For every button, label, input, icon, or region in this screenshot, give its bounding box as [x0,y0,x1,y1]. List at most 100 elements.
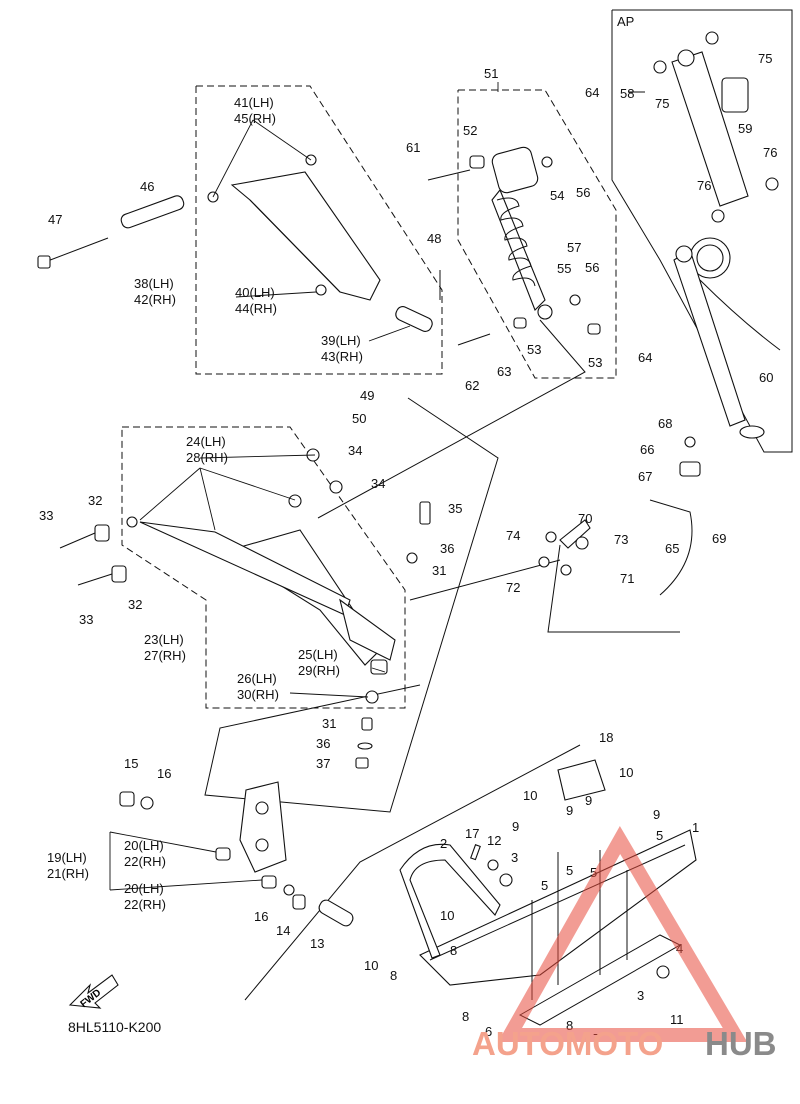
callout-c36a: 36 [440,541,454,556]
callout-c66: 66 [640,442,654,457]
callout-c58: 58 [620,86,634,101]
callout-c64a: 64 [585,85,599,100]
callout-c67: 67 [638,469,652,484]
callout-c5d: 5 [656,828,663,843]
callout-c36b: 36 [316,736,330,751]
callout-c9a: 9 [512,819,519,834]
callout-c65: 65 [665,541,679,556]
callout-c1: 1 [692,820,699,835]
callout-c11: 11 [670,1012,684,1027]
callout-c2: 2 [440,836,447,851]
callout-c33b: 33 [79,612,93,627]
callout-c34a: 34 [348,443,362,458]
callout-c27: 27(RH) [144,648,186,663]
callout-c20a: 20(LH) [124,838,164,853]
callout-c22a: 22(RH) [124,854,166,869]
spindle-hardware [355,501,431,769]
callout-c47: 47 [48,212,62,227]
callout-c39: 39(LH) [321,333,361,348]
callout-c59: 59 [738,121,752,136]
callout-c13: 13 [310,936,324,951]
callout-c40: 40(LH) [235,285,275,300]
callout-c8b: 8 [450,943,457,958]
callout-c17: 17 [465,826,479,841]
callout-c24: 24(LH) [186,434,226,449]
callout-c51: 51 [484,66,498,81]
callout-c28: 28(RH) [186,450,228,465]
callout-c46: 46 [140,179,154,194]
callout-c50: 50 [352,411,366,426]
callout-c60: 60 [759,370,773,385]
ap-pump [673,237,781,439]
callout-c33a: 33 [39,508,53,523]
callout-c15: 15 [124,756,138,771]
callout-c72: 72 [506,580,520,595]
callout-c31b: 31 [322,716,336,731]
watermark: AUTOMOTO HUB [472,825,777,1062]
lower-a-arm [59,448,396,666]
callout-c31a: 31 [432,563,446,578]
callout-c48: 48 [427,231,441,246]
callout-c53a: 53 [527,342,541,357]
callout-c32a: 32 [88,493,102,508]
callout-c8d: 8 [566,1018,573,1033]
callout-c10c: 10 [440,908,454,923]
callout-c55: 55 [557,261,571,276]
callout-c26: 26(LH) [237,671,277,686]
callout-c54: 54 [550,188,564,203]
callout-c45: 45(RH) [234,111,276,126]
drawing-code: 8HL5110-K200 [68,1019,161,1035]
callout-c62: 62 [465,378,479,393]
callout-c14: 14 [276,923,290,938]
callout-c10b: 10 [619,765,633,780]
callout-c71: 71 [620,571,634,586]
callout-c56a: 56 [576,185,590,200]
callout-c5b: 5 [566,863,573,878]
callout-c9c: 9 [585,793,592,808]
callout-c38: 38(LH) [134,276,174,291]
callout-c42: 42(RH) [134,292,176,307]
callout-c76a: 76 [763,145,777,160]
callout-c22b: 22(RH) [124,897,166,912]
ap-shock [653,31,779,223]
watermark-text-b: HUB [705,1025,777,1062]
callout-c21: 21(RH) [47,866,89,881]
callout-c61: 61 [406,140,420,155]
callout-c8c: 8 [462,1009,469,1024]
callout-c25: 25(LH) [298,647,338,662]
leader-lines [109,82,645,891]
callout-c9d: 9 [653,807,660,822]
callout-c10d: 10 [364,958,378,973]
callout-c30: 30(RH) [237,687,279,702]
callout-c19: 19(LH) [47,850,87,865]
callout-c76b: 76 [697,178,711,193]
steering-link [538,436,701,596]
callout-c37: 37 [316,756,330,771]
callout-c64b: 64 [638,350,652,365]
callout-c68: 68 [658,416,672,431]
callout-c44: 44(RH) [235,301,277,316]
watermark-text-a: AUTOMOTO [472,1025,663,1062]
callout-c5a: 5 [541,878,548,893]
callout-c70: 70 [578,511,592,526]
callout-c41: 41(LH) [234,95,274,110]
callout-c53b: 53 [588,355,602,370]
callout-c56b: 56 [585,260,599,275]
fwd-arrow-icon [68,974,119,1009]
callout-c43: 43(RH) [321,349,363,364]
callout-c75a: 75 [758,51,772,66]
callout-c69: 69 [712,531,726,546]
callout-c57: 57 [567,240,581,255]
callout-c35: 35 [448,501,462,516]
callout-c3a: 3 [511,850,518,865]
callout-c32b: 32 [128,597,142,612]
callout-c9b: 9 [566,803,573,818]
callout-c5c: 5 [590,865,597,880]
callout-c20b: 20(LH) [124,881,164,896]
callout-c49: 49 [360,388,374,403]
callout-c16a: 16 [157,766,171,781]
ap-label: AP [617,14,634,29]
callout-c8a: 8 [390,968,397,983]
